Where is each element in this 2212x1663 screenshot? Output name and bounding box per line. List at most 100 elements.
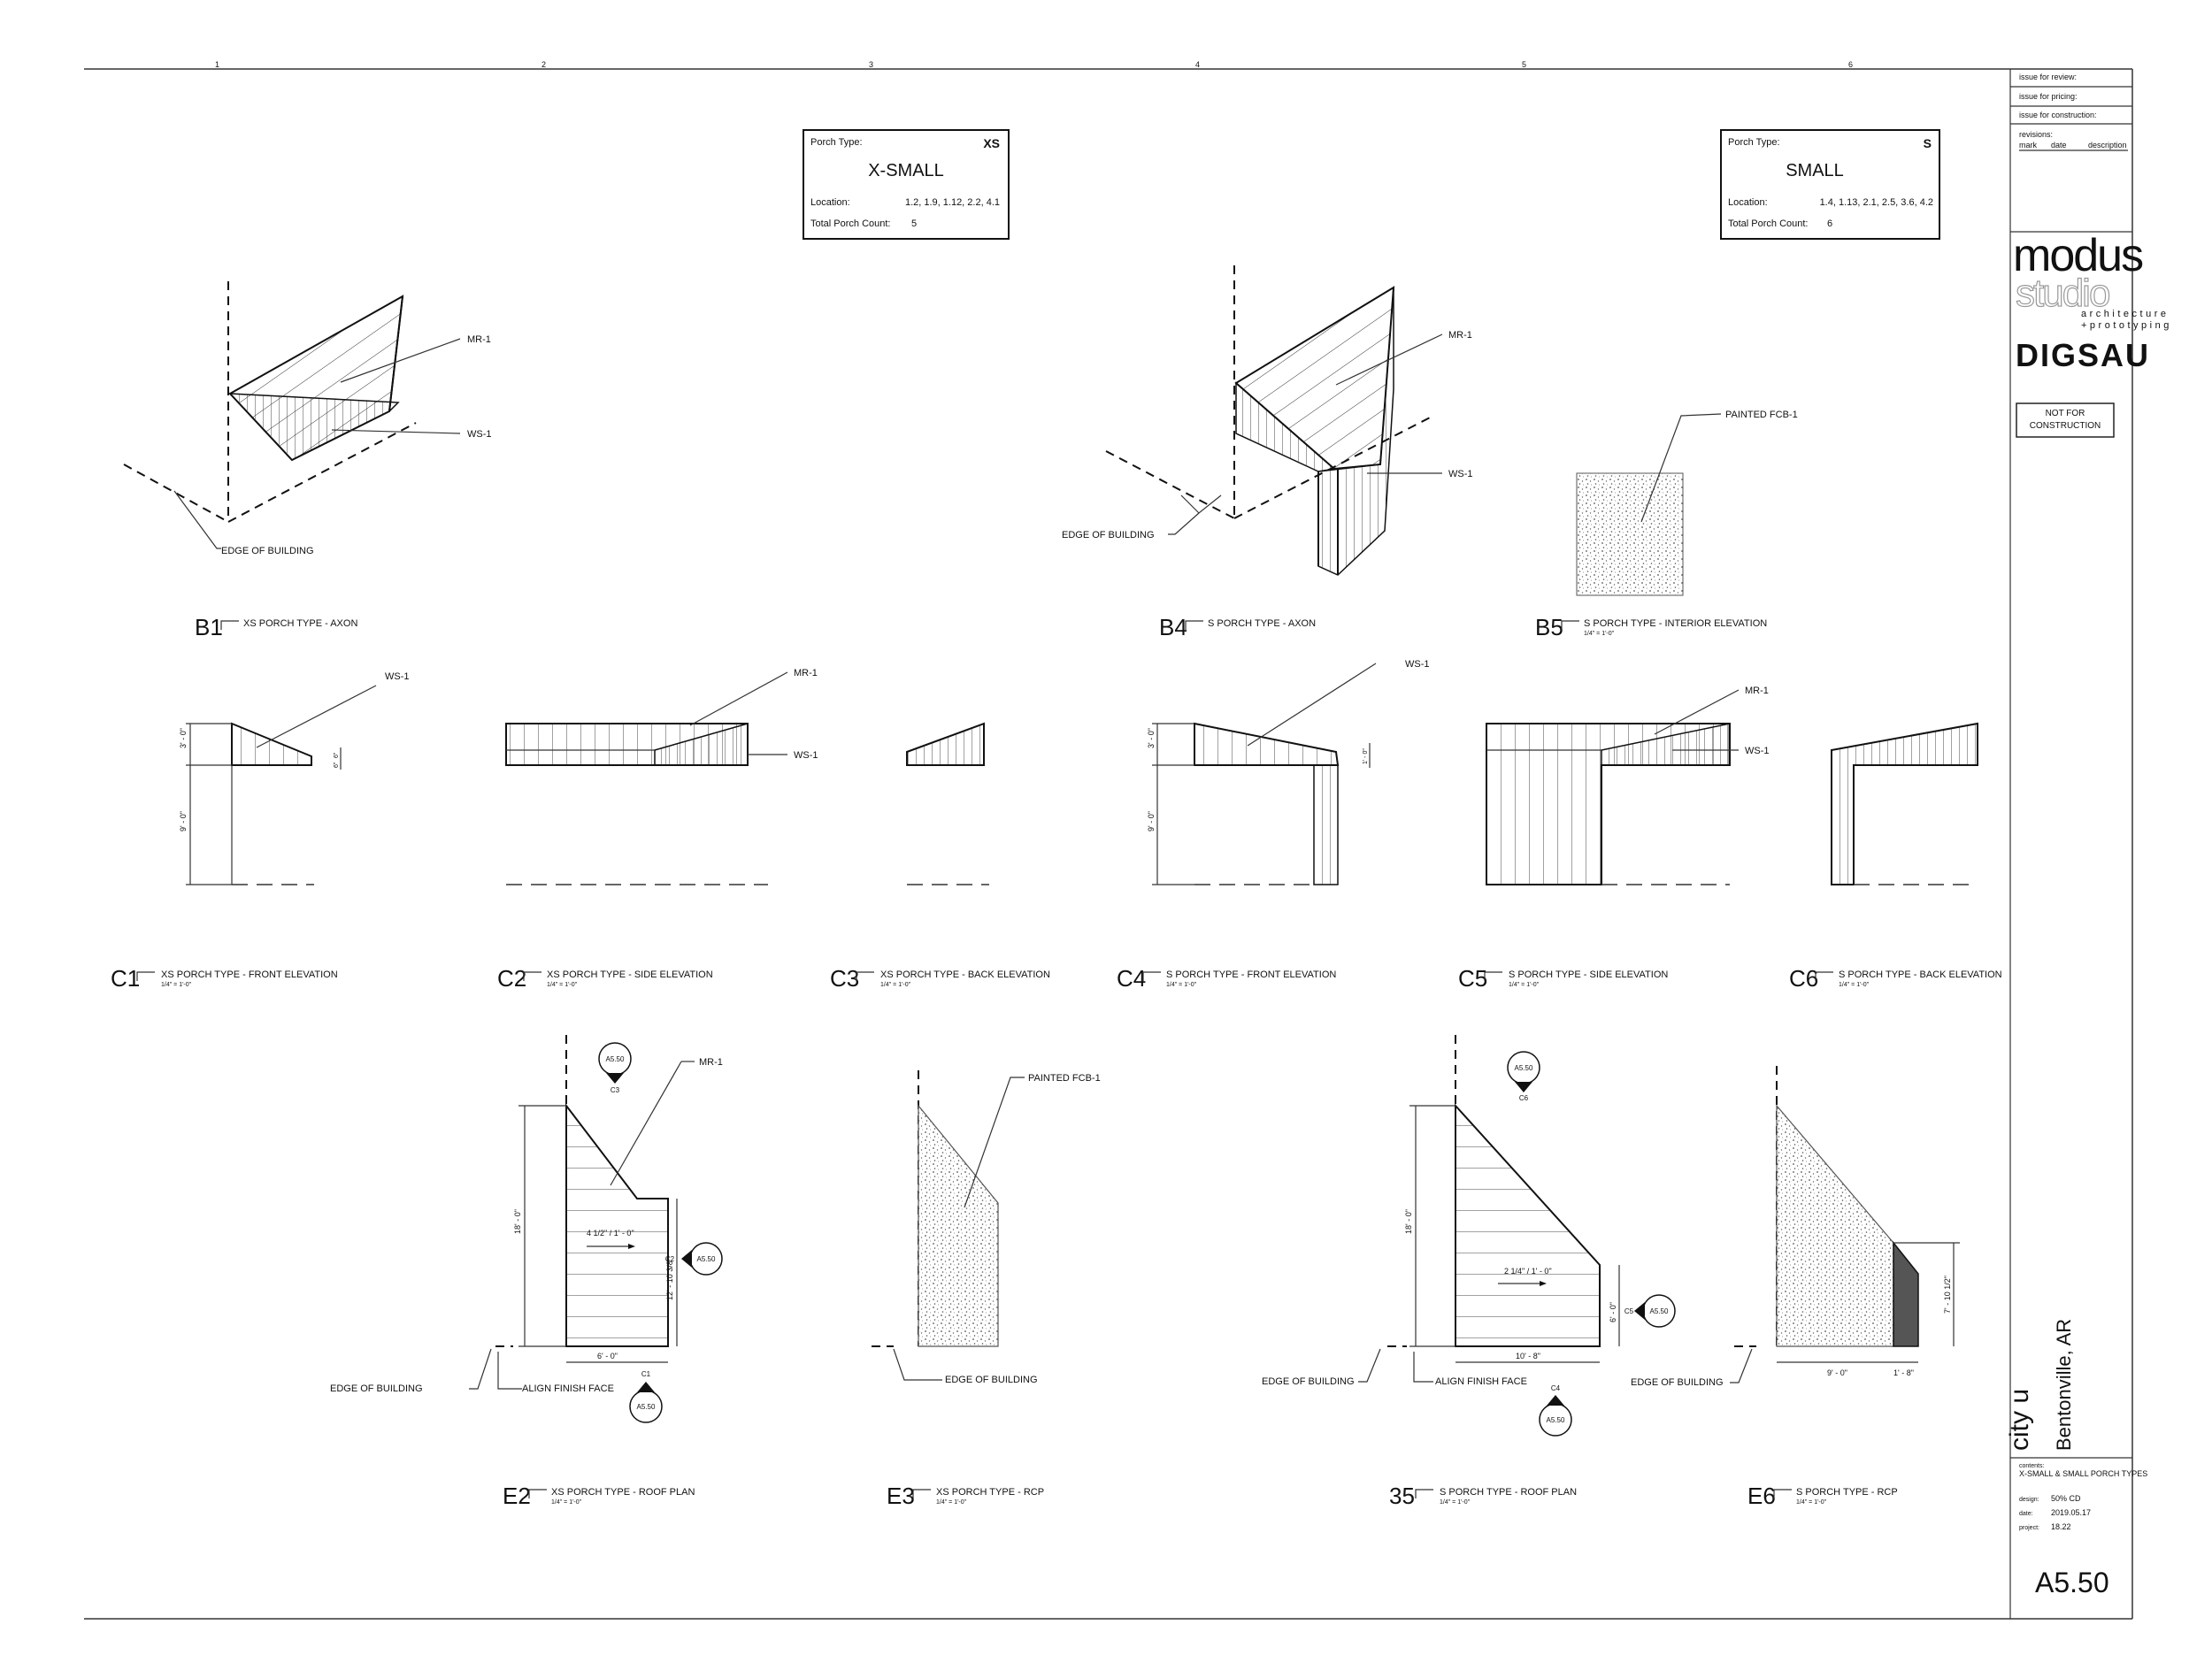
not-for-construction-stamp [2016, 402, 2115, 438]
section-ref: A5.50 [697, 1255, 716, 1263]
view-b4-s-axon: MR-1 WS-1 EDGE OF BUILDING [1062, 265, 1473, 576]
view-id: E2 [503, 1483, 531, 1509]
dim-c1-right-1: 6" [334, 752, 340, 758]
view-scale: 1/4" = 1'-0" [880, 982, 911, 988]
porch-location-label: Location: [1728, 197, 1768, 208]
view-e3-rcp: EDGE OF BUILDING PAINTED FCB-1 [872, 1070, 1101, 1385]
view-title-b1: B1 XS PORCH TYPE - AXON [195, 614, 357, 640]
porch-type-table-xs: Porch Type: XS X-SMALL Location: 1.2, 1.… [803, 129, 1010, 240]
issue-construction-label: issue for construction: [2019, 111, 2097, 119]
revisions-label: revisions: [2019, 130, 2053, 139]
view-id: 35 [1389, 1483, 1415, 1509]
view-title-c2: C2 XS PORCH TYPE - SIDE ELEVATION 1/4" =… [497, 965, 713, 992]
view-title: S PORCH TYPE - RCP [1796, 1487, 1898, 1498]
porch-type-table-s: Porch Type: S SMALL Location: 1.4, 1.13,… [1720, 129, 1940, 240]
fcb-label: PAINTED FCB-1 [1028, 1073, 1101, 1084]
ws1-label: WS-1 [1745, 746, 1770, 756]
ws1-label: WS-1 [385, 671, 410, 682]
view-title: XS PORCH TYPE - RCP [936, 1487, 1044, 1498]
porch-type-label: Porch Type: [1728, 137, 1780, 148]
porch-location: 1.2, 1.9, 1.12, 2.2, 4.1 [905, 197, 1000, 208]
title-block: issue for review: issue for pricing: iss… [2005, 69, 2169, 1619]
view-id: C1 [111, 965, 140, 992]
ws1-label: WS-1 [467, 429, 492, 440]
view-title: S PORCH TYPE - INTERIOR ELEVATION [1584, 618, 1767, 629]
view-scale: 1/4" = 1'-0" [551, 1499, 582, 1506]
view-title-e5: 35 S PORCH TYPE - ROOF PLAN 1/4" = 1'-0" [1389, 1483, 1577, 1509]
view-scale: 1/4" = 1'-0" [547, 982, 578, 988]
ws1-label: WS-1 [794, 750, 818, 761]
porch-location: 1.4, 1.13, 2.1, 2.5, 3.6, 4.2 [1820, 197, 1933, 208]
view-id: B4 [1159, 614, 1187, 640]
view-c3-back-elevation [906, 722, 989, 885]
view-id: C6 [1789, 965, 1818, 992]
grid-number: 6 [1848, 60, 1853, 69]
view-c2-side-elevation: MR-1 WS-1 [505, 668, 818, 885]
dim-c4-bottom: 9' - 0" [1147, 811, 1156, 832]
view-title: XS PORCH TYPE - FRONT ELEVATION [161, 969, 338, 980]
dim-e5-width: 10' - 8" [1516, 1352, 1540, 1360]
view-scale: 1/4" = 1'-0" [1839, 982, 1870, 988]
view-scale: 1/4" = 1'-0" [1440, 1499, 1471, 1506]
contents-label: contents: [2019, 1463, 2044, 1469]
sheet-number: A5.50 [2035, 1567, 2109, 1598]
mr1-label: MR-1 [1448, 330, 1472, 341]
dim-e5-slope: 2 1/4" / 1' - 0" [1504, 1267, 1552, 1276]
view-scale: 1/4" = 1'-0" [1166, 982, 1197, 988]
revision-column-description: description [2088, 141, 2127, 149]
mr1-label: MR-1 [699, 1057, 723, 1068]
view-id: B5 [1535, 614, 1563, 640]
view-b1-xs-axon: MR-1 WS-1 EDGE OF BUILDING [123, 281, 492, 556]
stamp-line-2: CONSTRUCTION [2030, 421, 2101, 431]
dim-e6-height: 7' - 10 1/2" [1943, 1276, 1952, 1314]
view-e2-roof-plan: 18' - 0" 12' - 10 3/8" 6' - 0" 4 1/2" / … [330, 1035, 723, 1423]
design-value: 50% CD [2051, 1494, 2081, 1503]
logo-tagline-1: architecture [2081, 309, 2169, 319]
view-scale: 1/4" = 1'-0" [936, 1499, 967, 1506]
digsau-logo: DIGSAU [2016, 337, 2150, 373]
revision-column-date: date [2051, 141, 2067, 149]
section-ref: A5.50 [1515, 1064, 1533, 1072]
view-title: S PORCH TYPE - SIDE ELEVATION [1509, 969, 1668, 980]
edge-of-building-label: EDGE OF BUILDING [1631, 1377, 1724, 1388]
view-id: C2 [497, 965, 526, 992]
grid-numbers: 1 2 3 4 5 6 [215, 60, 1853, 69]
dim-c1-top: 3' - 0" [179, 728, 188, 748]
callout-c1: C1 [641, 1370, 651, 1378]
grid-number: 1 [215, 60, 219, 69]
grid-number: 4 [1195, 60, 1200, 69]
view-title: XS PORCH TYPE - BACK ELEVATION [880, 969, 1050, 980]
dim-e2-slope: 4 1/2" / 1' - 0" [587, 1229, 634, 1238]
issue-review-label: issue for review: [2019, 73, 2077, 81]
sheet-contents: X-SMALL & SMALL PORCH TYPES [2019, 1469, 2147, 1478]
callout-c2: C2 [665, 1255, 675, 1263]
view-scale: 1/4" = 1'-0" [1796, 1499, 1827, 1506]
modus-logo: modus [2013, 230, 2143, 281]
section-ref: A5.50 [1547, 1416, 1565, 1424]
view-title: S PORCH TYPE - FRONT ELEVATION [1166, 969, 1336, 980]
edge-of-building-label: EDGE OF BUILDING [221, 546, 314, 556]
view-id: C5 [1458, 965, 1487, 992]
porch-location-label: Location: [810, 197, 850, 208]
view-title-b5: B5 S PORCH TYPE - INTERIOR ELEVATION 1/4… [1535, 614, 1767, 640]
issue-pricing-label: issue for pricing: [2019, 92, 2078, 101]
date-label: date: [2019, 1511, 2033, 1517]
dim-e2-height: 18' - 0" [513, 1209, 522, 1234]
dim-c1-bottom: 9' - 0" [179, 811, 188, 832]
edge-of-building-label: EDGE OF BUILDING [330, 1383, 423, 1394]
view-title: S PORCH TYPE - AXON [1208, 618, 1316, 629]
design-label: design: [2019, 1497, 2039, 1503]
view-title-c6: C6 S PORCH TYPE - BACK ELEVATION 1/4" = … [1789, 965, 2002, 992]
callout-c4: C4 [1551, 1384, 1561, 1392]
view-title: XS PORCH TYPE - AXON [243, 618, 357, 629]
view-title-c1: C1 XS PORCH TYPE - FRONT ELEVATION 1/4" … [111, 965, 338, 992]
porch-type-label: Porch Type: [810, 137, 863, 148]
porch-count: 6 [1827, 218, 1832, 229]
view-title-c5: C5 S PORCH TYPE - SIDE ELEVATION 1/4" = … [1458, 965, 1668, 992]
view-e6-rcp: 7' - 10 1/2" 9' - 0" 1' - 8" EDGE OF BUI… [1631, 1066, 1960, 1388]
view-title: XS PORCH TYPE - SIDE ELEVATION [547, 969, 713, 980]
porch-type-code: S [1924, 136, 1932, 150]
edge-of-building-label: EDGE OF BUILDING [1062, 530, 1155, 540]
view-c6-back-elevation [1831, 722, 1978, 885]
